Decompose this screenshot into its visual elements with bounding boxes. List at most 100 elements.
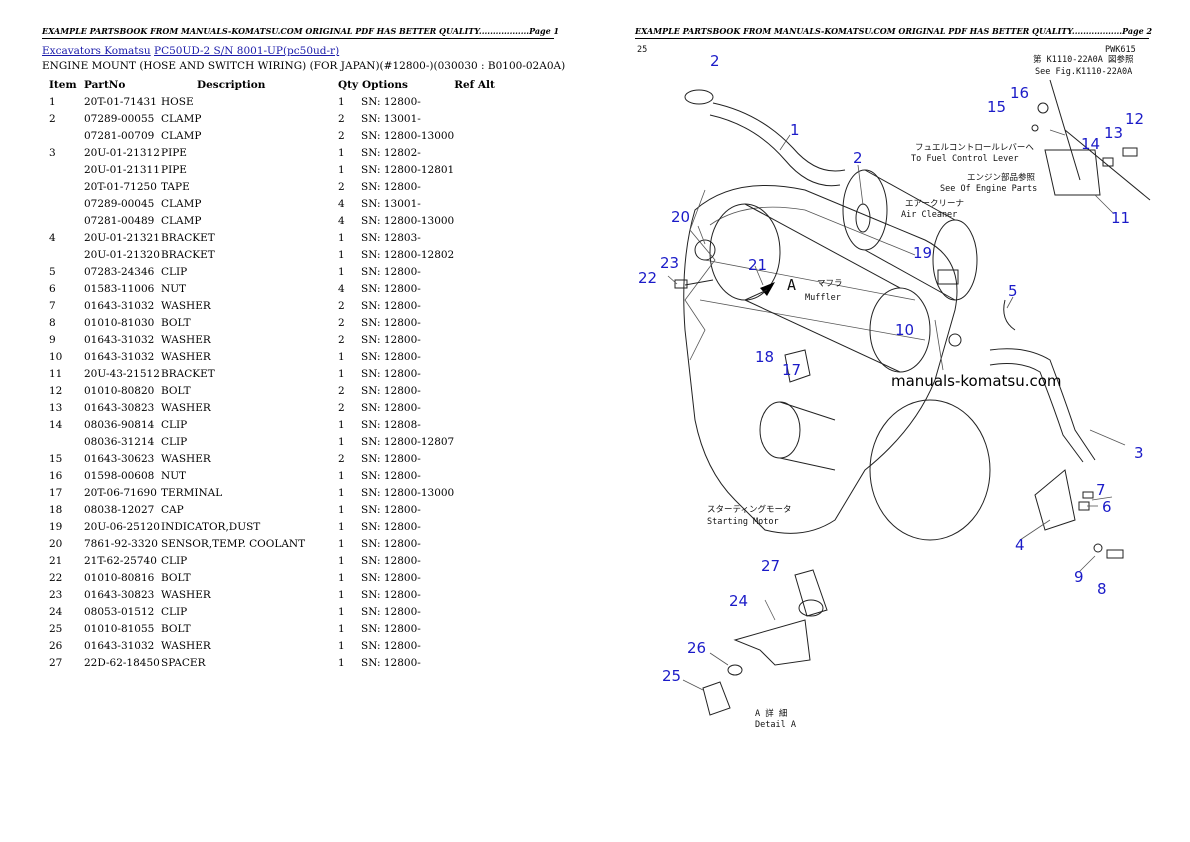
cell-ref-alt xyxy=(454,348,514,365)
cell-ref-alt xyxy=(454,246,514,263)
callout-25[interactable]: 25 xyxy=(662,667,681,685)
cell-options: SN: 12800- xyxy=(361,282,421,295)
callout-26[interactable]: 26 xyxy=(687,639,706,657)
cell-description: CLAMP xyxy=(161,214,202,227)
cell-options: SN: 12800- xyxy=(361,503,421,516)
cell-ref-alt xyxy=(454,501,514,518)
cell-item: 16 xyxy=(49,469,63,482)
cell-ref-alt xyxy=(454,399,514,416)
callout-6[interactable]: 6 xyxy=(1102,498,1112,516)
cell-item: 17 xyxy=(49,486,63,499)
cell-qty: 2 xyxy=(338,333,345,346)
callout-11[interactable]: 11 xyxy=(1111,209,1130,227)
muffler-jp-note: マフラ xyxy=(817,279,843,289)
callout-17[interactable]: 17 xyxy=(782,361,801,379)
cell-qty: 4 xyxy=(338,282,345,295)
cell-item: 7 xyxy=(49,299,56,312)
callout-22[interactable]: 22 xyxy=(638,269,657,287)
cell-description: TERMINAL xyxy=(161,486,223,499)
breadcrumb-link-category[interactable]: Excavators Komatsu xyxy=(42,45,151,57)
cell-ref-alt xyxy=(454,518,514,535)
callout-13[interactable]: 13 xyxy=(1104,124,1123,142)
cell-item: 8 xyxy=(49,316,56,329)
callout-2b[interactable]: 2 xyxy=(853,149,863,167)
callout-24[interactable]: 24 xyxy=(729,592,748,610)
callout-10[interactable]: 10 xyxy=(895,321,914,339)
cell-qty: 1 xyxy=(338,367,345,380)
cell-partno: 07281-00709 xyxy=(84,129,155,142)
cell-qty: 1 xyxy=(338,163,345,176)
cell-partno: 01010-81055 xyxy=(84,622,155,635)
cell-partno: 20T-01-71250 xyxy=(84,180,157,193)
cell-partno: 07283-24346 xyxy=(84,265,155,278)
cell-qty: 1 xyxy=(338,554,345,567)
cell-qty: 1 xyxy=(338,537,345,550)
callout-19[interactable]: 19 xyxy=(913,244,932,262)
callout-15[interactable]: 15 xyxy=(987,98,1006,116)
cell-partno: 01643-30623 xyxy=(84,452,155,465)
cell-partno: 01010-80816 xyxy=(84,571,155,584)
callout-9[interactable]: 9 xyxy=(1074,568,1084,586)
breadcrumb: Excavators Komatsu PC50UD-2 S/N 8001-UP(… xyxy=(42,45,339,57)
callout-12[interactable]: 12 xyxy=(1125,110,1144,128)
cell-ref-alt xyxy=(454,144,514,161)
cell-options: SN: 12800- xyxy=(361,95,421,108)
callout-4[interactable]: 4 xyxy=(1015,536,1025,554)
cell-description: CLIP xyxy=(161,554,188,567)
cell-partno: 20U-43-21512 xyxy=(84,367,160,380)
callout-7[interactable]: 7 xyxy=(1096,481,1106,499)
callout-2a[interactable]: 2 xyxy=(710,52,720,70)
callout-5[interactable]: 5 xyxy=(1008,282,1018,300)
cell-item: 14 xyxy=(49,418,63,431)
detail-a-drawing xyxy=(682,569,828,716)
cell-qty: 1 xyxy=(338,520,345,533)
cell-partno: 01583-11006 xyxy=(84,282,155,295)
cell-ref-alt xyxy=(454,620,514,637)
cell-options: SN: 12800- xyxy=(361,469,421,482)
air-cleaner-note: Air Cleaner xyxy=(901,210,957,220)
cell-partno: 01643-31032 xyxy=(84,333,155,346)
callout-16[interactable]: 16 xyxy=(1010,84,1029,102)
starting-motor-jp-note: スターティングモータ xyxy=(707,504,792,515)
callout-3[interactable]: 3 xyxy=(1134,444,1144,462)
detail-jp-note: A 詳 細 xyxy=(755,708,787,719)
engine-parts-jp-note: エンジン部品参照 xyxy=(967,172,1036,183)
cell-item: 4 xyxy=(49,231,56,244)
cell-ref-alt xyxy=(454,297,514,314)
cell-qty: 1 xyxy=(338,469,345,482)
callout-20[interactable]: 20 xyxy=(671,208,690,226)
cell-item: 25 xyxy=(49,622,63,635)
cell-options: SN: 12802- xyxy=(361,146,421,159)
callout-23[interactable]: 23 xyxy=(660,254,679,272)
cell-qty: 1 xyxy=(338,231,345,244)
cell-options: SN: 12800-12807 xyxy=(361,435,455,448)
breadcrumb-link-model[interactable]: PC50UD-2 S/N 8001-UP(pc50ud-r) xyxy=(154,45,340,57)
cell-qty: 1 xyxy=(338,95,345,108)
cell-item: 6 xyxy=(49,282,56,295)
cell-partno: 07281-00489 xyxy=(84,214,155,227)
callout-21[interactable]: 21 xyxy=(748,256,767,274)
engine-drawing: A xyxy=(667,79,1151,573)
callout-1[interactable]: 1 xyxy=(790,121,800,139)
callout-18[interactable]: 18 xyxy=(755,348,774,366)
callout-27[interactable]: 27 xyxy=(761,557,780,575)
cell-partno: 20T-06-71690 xyxy=(84,486,157,499)
cell-item: 15 xyxy=(49,452,63,465)
cell-options: SN: 12800- xyxy=(361,316,421,329)
callout-8[interactable]: 8 xyxy=(1097,580,1107,598)
callout-14[interactable]: 14 xyxy=(1081,135,1100,153)
cell-ref-alt xyxy=(454,603,514,620)
cell-item: 3 xyxy=(49,146,56,159)
cell-ref-alt xyxy=(454,365,514,382)
